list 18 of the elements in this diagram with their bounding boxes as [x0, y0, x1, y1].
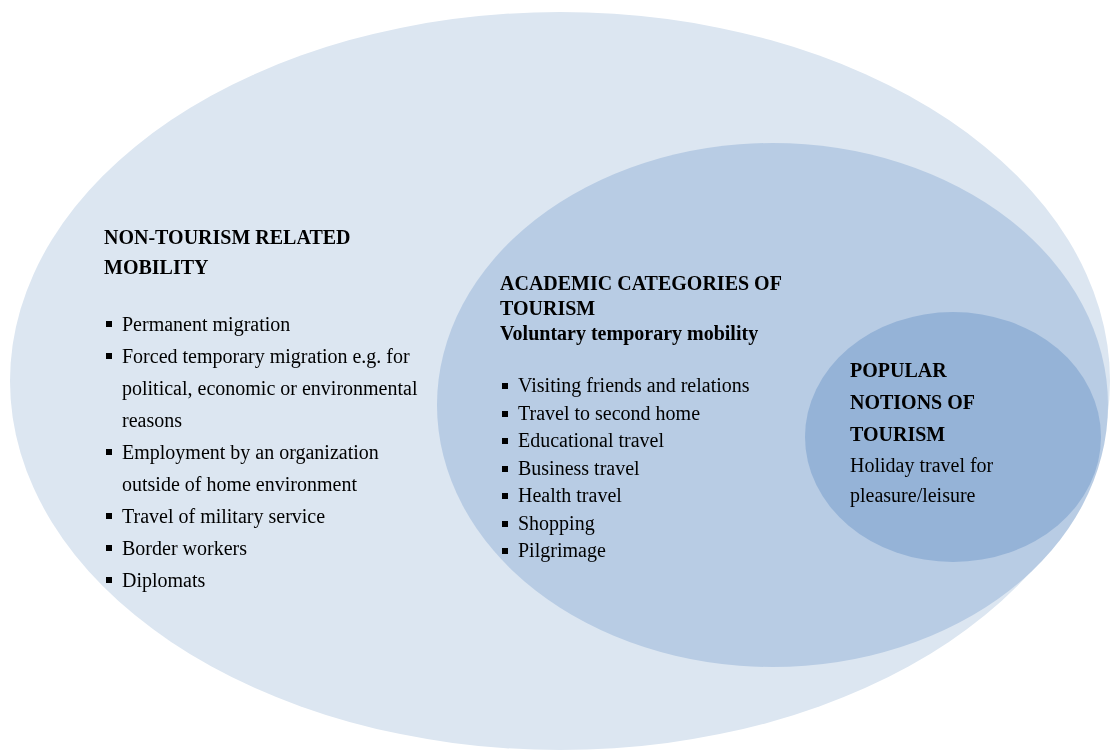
heading: Voluntary temporary mobility: [500, 321, 760, 346]
bullet-text: Visiting friends and relations: [518, 374, 750, 396]
bullet-text: Business travel: [518, 456, 640, 479]
bullet-text: Forced temporary migration e.g. for political, economic or environmental reasons: [122, 345, 418, 431]
description-text: Holiday travel for pleasure/leisure: [850, 453, 995, 509]
bullet-text: Border workers: [122, 537, 247, 559]
heading: POPULAR NOTIONS OF TOURISM: [850, 358, 976, 447]
bullet-text: Diplomats: [122, 569, 206, 591]
heading: ACADEMIC CATEGORIES OF TOURISM: [500, 271, 783, 321]
bullet-text: Employment by an organization outside of home environment: [122, 441, 379, 495]
bullet-text: Permanent migration: [122, 313, 291, 335]
bullet-text: Shopping: [518, 511, 595, 534]
bullet-text: Health travel: [518, 484, 622, 506]
bullet-text: Travel of military service: [122, 505, 326, 527]
heading: NON-TOURISM RELATED MOBILITY: [104, 225, 352, 280]
bullet-text: Educational travel: [518, 429, 665, 451]
bullet-text: Pilgrimage: [518, 539, 606, 561]
bullet-text: Travel to second home: [518, 401, 700, 424]
